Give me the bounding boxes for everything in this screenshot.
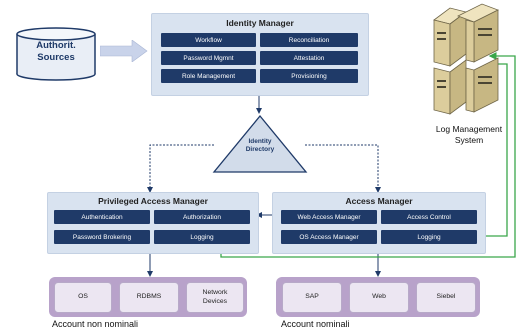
access-control-cell: Access Control: [381, 210, 477, 224]
provisioning-cell: Provisioning: [260, 69, 358, 83]
target-network-devices: Network Devices: [186, 282, 244, 313]
directory-to-pam-line: [147, 144, 214, 193]
pam-logging-cell: Logging: [154, 230, 250, 244]
triangle-shape: [212, 114, 308, 173]
identity-directory: Identity Directory: [212, 114, 308, 174]
directory-label-line2: Directory: [245, 146, 275, 154]
reconciliation-cell: Reconciliation: [260, 33, 358, 47]
am-logging-cell: Logging: [381, 230, 477, 244]
identity-manager-panel: Identity Manager Workflow Reconciliation…: [151, 13, 369, 96]
target-siebel: Siebel: [416, 282, 476, 313]
password-management-cell: Password Mgmnt: [161, 51, 256, 65]
server-rack-icon: [433, 3, 499, 115]
database-cylinder-icon: [16, 27, 96, 81]
target-web: Web: [349, 282, 409, 313]
non-nominal-targets-group: OS RDBMS Network Devices: [49, 277, 247, 317]
am-logging-to-log-system-line: [478, 60, 508, 237]
pam-authentication-cell: Authentication: [54, 210, 150, 224]
attestation-cell: Attestation: [260, 51, 358, 65]
non-nominal-caption: Account non nominali: [52, 319, 139, 329]
web-access-manager-cell: Web Access Manager: [281, 210, 377, 224]
network-devices-line2: Devices: [202, 297, 228, 305]
authoritative-sources: Authorit. Sources: [16, 27, 96, 81]
nominal-targets-group: SAP Web Siebel: [276, 277, 480, 317]
pam-password-brokering-cell: Password Brokering: [54, 230, 150, 244]
access-manager-panel: Access Manager Web Access Manager Access…: [272, 192, 486, 254]
sources-label-line1: Authorit.: [36, 40, 76, 51]
directory-label-line1: Identity: [248, 138, 272, 145]
target-sap: SAP: [282, 282, 342, 313]
identity-manager-title: Identity Manager: [226, 18, 294, 28]
os-access-manager-cell: OS Access Manager: [281, 230, 377, 244]
pam-authorization-cell: Authorization: [154, 210, 250, 224]
target-rdbms: RDBMS: [119, 282, 179, 313]
am-title: Access Manager: [345, 196, 413, 206]
log-management-label-line1: Log Management: [435, 124, 503, 134]
target-os: OS: [54, 282, 112, 313]
directory-to-am-line: [305, 144, 381, 193]
privileged-access-manager-panel: Privileged Access Manager Authentication…: [47, 192, 259, 254]
log-management-system: Log Management System: [428, 2, 516, 150]
nominal-caption: Account nominali: [281, 319, 350, 329]
workflow-cell: Workflow: [161, 33, 256, 47]
sources-label-line2: Sources: [37, 51, 75, 63]
network-devices-line1: Network: [202, 289, 228, 297]
log-management-label-line2: System: [454, 135, 484, 146]
pam-title: Privileged Access Manager: [98, 196, 208, 206]
sources-to-idm-arrow: [100, 40, 148, 62]
role-management-cell: Role Management: [161, 69, 256, 83]
